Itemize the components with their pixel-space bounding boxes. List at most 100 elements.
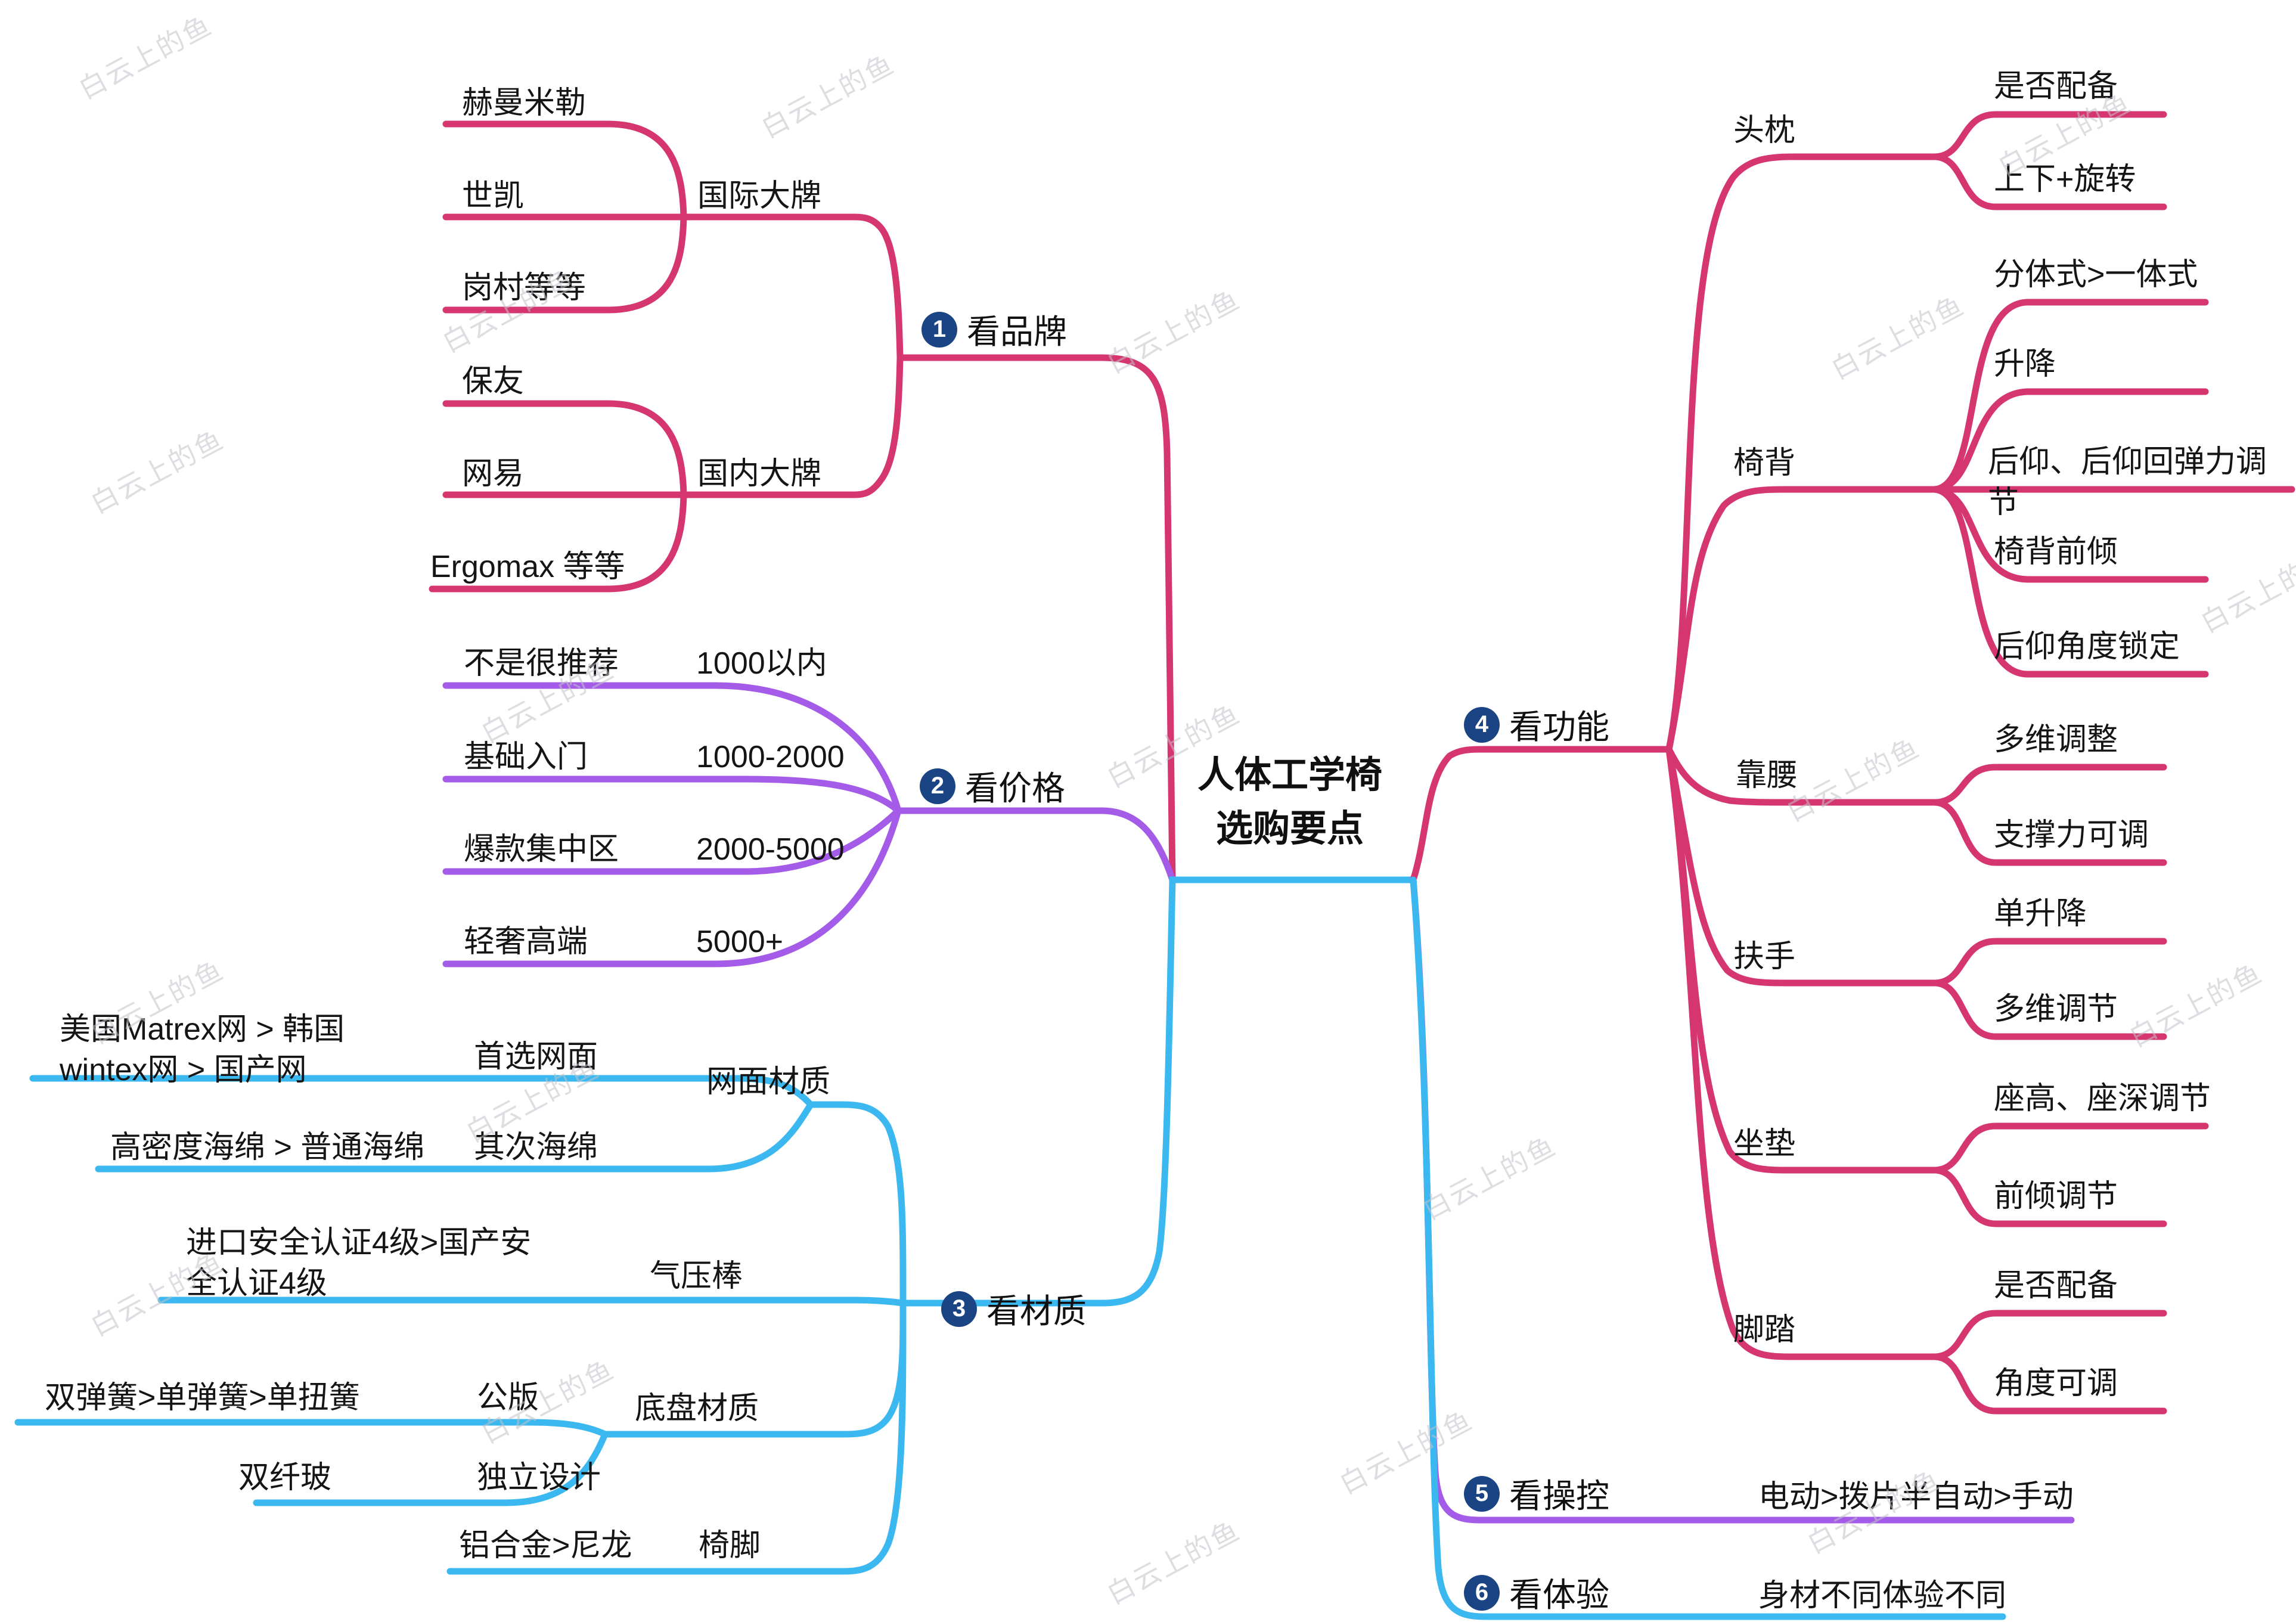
topic-price-number: 2	[920, 768, 955, 804]
edge-price-row2	[442, 807, 902, 875]
node-mesh-second-desc[interactable]: 高密度海绵 > 普通海绵	[110, 1130, 425, 1165]
edge-headrest-c1	[1931, 153, 2167, 210]
node-experience-note[interactable]: 身材不同体验不同	[1758, 1578, 2007, 1613]
node-brand-gangcun[interactable]: 岗村等等	[462, 271, 587, 305]
node-armrest-item1[interactable]: 多维调节	[1994, 992, 2118, 1026]
edge-brand-dom-item2	[429, 491, 687, 593]
edge-lumbar-c0	[1931, 764, 2167, 806]
node-lumbar[interactable]: 靠腰	[1736, 758, 1798, 793]
edge-armrest-c1	[1931, 979, 2167, 1040]
edge-func-footrest	[1665, 746, 1938, 1360]
node-armrest[interactable]: 扶手	[1733, 939, 1796, 974]
edge-lumbar-c1	[1931, 799, 2167, 866]
node-brand-hermanmiller[interactable]: 赫曼米勒	[462, 86, 587, 120]
edge-brand-intl-item0	[442, 120, 687, 221]
edge-center-spine	[899, 876, 1417, 1307]
topic-brand-number: 1	[921, 311, 957, 348]
node-backrest-item0[interactable]: 分体式>一体式	[1994, 258, 2198, 292]
edge-brand-domestic	[680, 354, 904, 498]
edge-material-legs	[446, 1300, 907, 1575]
edge-armrest-c0	[1931, 938, 2167, 987]
node-backrest-item1[interactable]: 升降	[1994, 347, 2056, 382]
node-chassis-public-desc[interactable]: 双弹簧>单弹簧>单扭簧	[45, 1381, 360, 1415]
edge-headrest-c0	[1931, 111, 2167, 160]
edge-backrest-c4	[1931, 486, 2209, 678]
node-lumbar-item0[interactable]: 多维调整	[1994, 722, 2118, 757]
node-control-note[interactable]: 电动>拨片半自动>手动	[1758, 1480, 2074, 1514]
node-price-note-1[interactable]: 基础入门	[464, 740, 588, 774]
edge-footrest-c0	[1931, 1310, 2167, 1360]
node-chassis-independent[interactable]: 独立设计	[477, 1460, 601, 1495]
topic-experience[interactable]: 6 看体验	[1464, 1568, 1609, 1617]
node-brand-intl[interactable]: 国际大牌	[697, 179, 822, 213]
node-price-range-2[interactable]: 2000-5000	[696, 832, 845, 867]
node-gas[interactable]: 气压棒	[650, 1259, 743, 1294]
node-backrest-item2[interactable]: 后仰、后仰回弹力调节	[1988, 445, 2267, 520]
topic-brand[interactable]: 1 看品牌	[921, 305, 1067, 353]
node-headrest-item0[interactable]: 是否配备	[1994, 69, 2118, 104]
node-headrest[interactable]: 头枕	[1733, 113, 1796, 148]
node-mesh-first[interactable]: 首选网面	[474, 1040, 598, 1074]
node-seat-item1[interactable]: 前倾调节	[1994, 1179, 2118, 1214]
node-price-range-0[interactable]: 1000以内	[696, 646, 827, 681]
topic-experience-number: 6	[1464, 1574, 1500, 1611]
node-mesh-second[interactable]: 其次海绵	[474, 1130, 598, 1165]
edge-func-armrest	[1665, 746, 1938, 987]
node-backrest-item4[interactable]: 后仰角度锁定	[1994, 629, 2180, 664]
edge-footrest-c1	[1931, 1353, 2167, 1415]
node-brand-baoyou[interactable]: 保友	[462, 364, 525, 399]
node-brand-ergomax[interactable]: Ergomax 等等	[430, 550, 625, 584]
topic-price-label: 看价格	[965, 770, 1065, 807]
node-seat[interactable]: 坐垫	[1733, 1127, 1796, 1161]
edge-seat-c0	[1931, 1122, 2209, 1174]
topic-material-number: 3	[941, 1291, 977, 1327]
node-price-note-3[interactable]: 轻奢高端	[464, 925, 588, 959]
node-price-range-1[interactable]: 1000-2000	[696, 740, 845, 774]
node-backrest[interactable]: 椅背	[1733, 446, 1796, 480]
topic-price[interactable]: 2 看价格	[920, 762, 1065, 810]
node-chassis-independent-desc[interactable]: 双纤玻	[238, 1460, 332, 1495]
topic-material[interactable]: 3 看材质	[941, 1285, 1087, 1333]
node-chassis-public[interactable]: 公版	[477, 1381, 539, 1415]
node-lumbar-item1[interactable]: 支撑力可调	[1994, 818, 2149, 852]
node-mesh[interactable]: 网面材质	[706, 1065, 831, 1099]
topic-brand-label: 看品牌	[967, 313, 1067, 351]
edge-price-row3	[442, 807, 902, 967]
node-brand-shikai[interactable]: 世凯	[462, 179, 525, 213]
node-price-note-0[interactable]: 不是很推荐	[464, 646, 619, 681]
edge-func-backrest	[1665, 486, 1938, 753]
topic-control[interactable]: 5 看操控	[1464, 1469, 1609, 1518]
node-armrest-item0[interactable]: 单升降	[1994, 897, 2087, 931]
node-brand-domestic[interactable]: 国内大牌	[697, 457, 822, 491]
edge-material-mesh	[807, 1101, 907, 1307]
node-footrest-item0[interactable]: 是否配备	[1994, 1269, 2118, 1303]
edge-func-seat	[1665, 746, 1938, 1174]
edge-chassis-public	[14, 1419, 609, 1438]
edge-seat-c1	[1931, 1167, 2167, 1227]
topic-function-number: 4	[1464, 706, 1500, 743]
node-headrest-item1[interactable]: 上下+旋转	[1994, 162, 2136, 197]
edge-price-trunk	[895, 807, 1176, 883]
node-price-note-2[interactable]: 爆款集中区	[464, 832, 619, 867]
node-price-range-3[interactable]: 5000+	[696, 925, 784, 959]
node-brand-wangyi[interactable]: 网易	[462, 457, 525, 491]
topic-material-label: 看材质	[986, 1292, 1087, 1330]
edge-brand-dom-item0	[442, 400, 687, 498]
node-footrest[interactable]: 脚踏	[1733, 1313, 1796, 1347]
node-gas-desc[interactable]: 进口安全认证4级>国产安 全认证4级	[186, 1226, 532, 1301]
center-topic[interactable]: 人体工学椅 选购要点	[1197, 755, 1382, 849]
node-legs[interactable]: 椅脚	[699, 1528, 761, 1563]
node-seat-item0[interactable]: 座高、座深调节	[1994, 1081, 2211, 1116]
edge-experience	[1410, 876, 2006, 1620]
topic-function-label: 看功能	[1509, 708, 1609, 746]
node-legs-desc[interactable]: 铝合金>尼龙	[459, 1528, 632, 1563]
node-footrest-item1[interactable]: 角度可调	[1994, 1366, 2118, 1401]
topic-control-number: 5	[1464, 1475, 1500, 1512]
node-backrest-item3[interactable]: 椅背前倾	[1994, 535, 2118, 569]
node-chassis[interactable]: 底盘材质	[635, 1391, 759, 1426]
edge-brand-intl	[680, 213, 904, 361]
topic-function[interactable]: 4 看功能	[1464, 700, 1609, 749]
edge-brand-trunk	[896, 354, 1176, 883]
node-mesh-first-desc[interactable]: 美国Matrex网 > 韩国 wintex网 > 国产网	[60, 1012, 345, 1087]
